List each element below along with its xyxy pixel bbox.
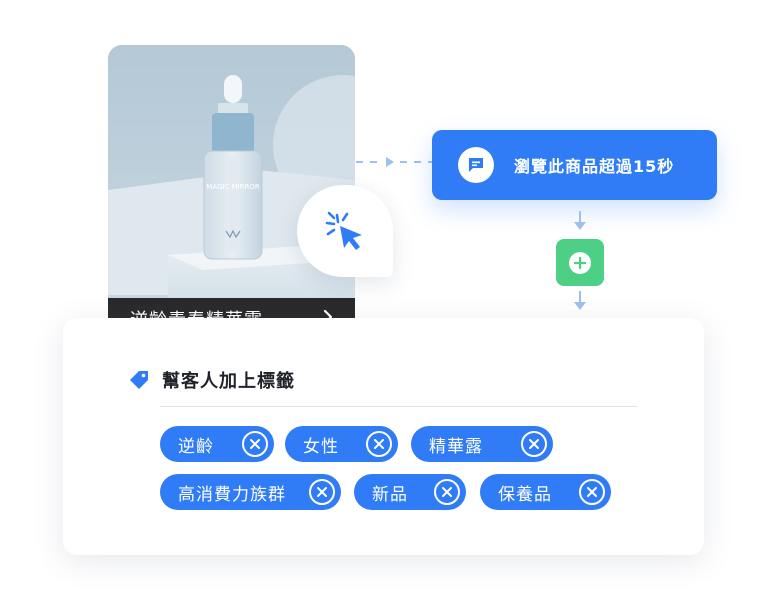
tag-chip[interactable]: 女性: [285, 426, 398, 462]
product-card[interactable]: MAGIC MIRROR 逆齡青春精華露: [108, 45, 355, 340]
tag-label: 保養品: [498, 484, 552, 505]
close-icon[interactable]: [309, 479, 335, 505]
trigger-condition-card[interactable]: 瀏覽此商品超過15秒: [432, 130, 717, 200]
bottle-brand-text: MAGIC MIRROR: [206, 183, 260, 191]
close-icon[interactable]: [434, 479, 460, 505]
panel-title: 幫客人加上標籤: [162, 371, 295, 392]
tag-label: 新品: [372, 484, 408, 505]
cursor-click-icon: [325, 211, 362, 250]
tag-label: 高消費力族群: [178, 484, 286, 505]
arrow-down-icon: [574, 291, 586, 310]
trigger-label: 瀏覽此商品超過15秒: [514, 157, 675, 176]
plus-circle-icon: [569, 251, 591, 274]
tag-icon: [130, 371, 148, 389]
arrow-down-icon: [574, 211, 586, 230]
close-icon[interactable]: [521, 431, 547, 457]
close-icon[interactable]: [579, 479, 605, 505]
product-image: MAGIC MIRROR: [108, 45, 355, 340]
tag-chip[interactable]: 新品: [354, 474, 466, 510]
tag-label: 逆齡: [178, 436, 214, 457]
chat-icon: [458, 147, 494, 183]
tag-chip[interactable]: 高消費力族群: [160, 474, 341, 510]
tag-chip[interactable]: 保養品: [480, 474, 611, 510]
tag-chip[interactable]: 逆齡: [160, 426, 274, 462]
click-bubble: [297, 185, 393, 277]
dashed-arrow-connector: [356, 157, 432, 167]
close-icon[interactable]: [242, 431, 268, 457]
tag-chip[interactable]: 精華露: [411, 426, 553, 462]
tag-label: 女性: [303, 436, 339, 457]
close-icon[interactable]: [366, 431, 392, 457]
divider: [160, 406, 637, 407]
panel-header: 幫客人加上標籤: [128, 367, 295, 393]
tag-label: 精華露: [429, 436, 483, 457]
add-action-button[interactable]: [556, 239, 604, 286]
